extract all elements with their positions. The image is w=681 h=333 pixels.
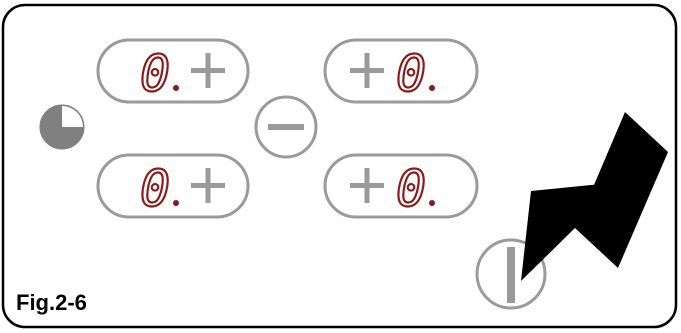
zone-rear-left[interactable]: 0 (96, 153, 250, 219)
zone-rear-left-pill (96, 153, 250, 219)
zone-front-left-dot (173, 85, 179, 91)
zone-front-right-display: 0 (396, 45, 426, 103)
zone-rear-left-dot (173, 200, 179, 206)
zone-rear-right-dot (429, 200, 435, 206)
arrow-pointer-icon (521, 112, 668, 281)
zone-rear-right-pill (323, 153, 479, 219)
zone-rear-right-display: 0 (396, 160, 426, 218)
zone-front-left-pill (96, 38, 250, 104)
minus-icon[interactable] (254, 95, 318, 159)
zone-rear-right[interactable]: 0 (323, 153, 479, 219)
clock-icon[interactable] (39, 104, 85, 150)
zone-front-right-dot (429, 85, 435, 91)
zone-front-right[interactable]: 0 (323, 38, 479, 104)
zone-front-right-plus-icon[interactable] (350, 53, 384, 88)
zone-rear-left-display: 0 (140, 160, 170, 218)
zone-front-left-plus-icon[interactable] (191, 53, 225, 88)
zone-rear-left-plus-icon[interactable] (191, 168, 225, 203)
zone-rear-right-plus-icon[interactable] (350, 168, 384, 203)
zone-front-right-pill (323, 38, 479, 104)
zone-front-left[interactable]: 0 (96, 38, 250, 104)
zone-front-left-display: 0 (140, 45, 170, 103)
figure-label: Fig.2-6 (16, 290, 87, 315)
